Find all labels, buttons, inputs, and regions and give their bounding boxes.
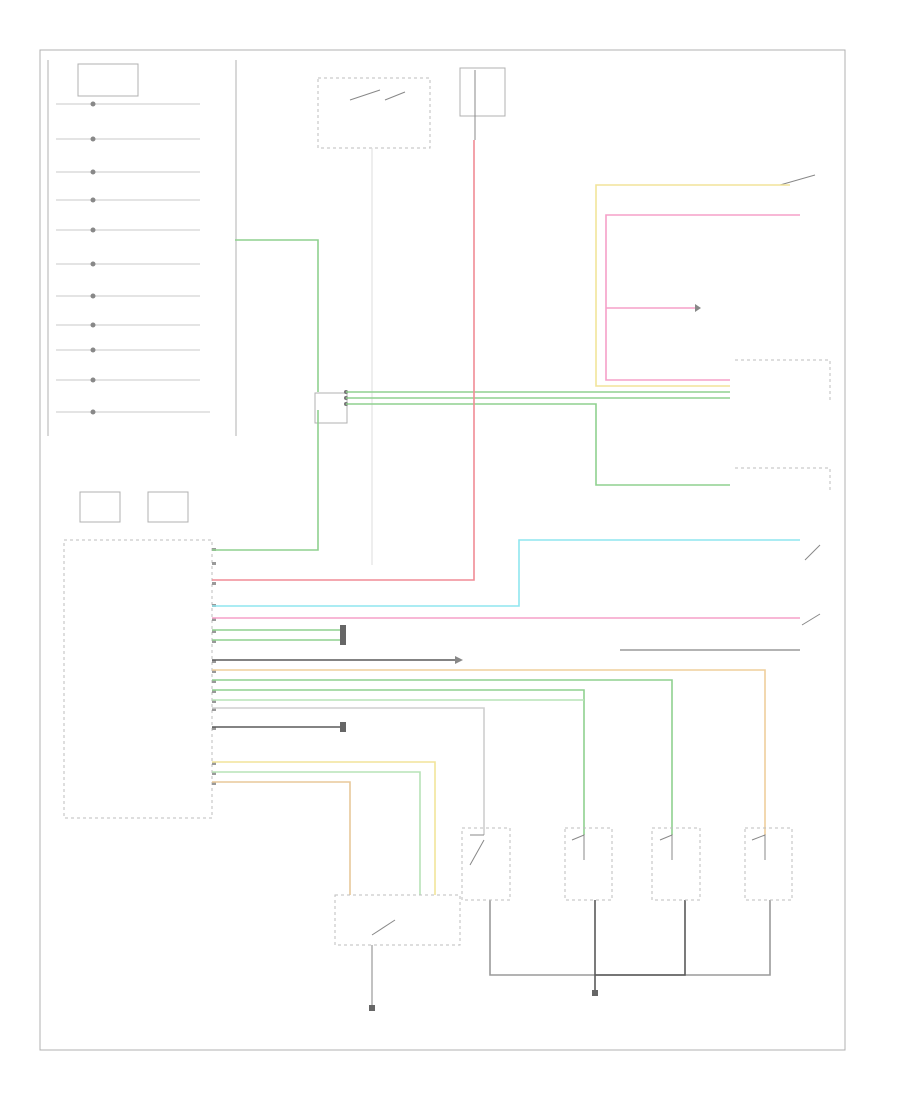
door-switch-front-right [564,827,613,901]
bcm-pin-markers [212,548,216,785]
connector-arrows [455,304,701,664]
door-switch-rear-left [651,827,701,901]
wire-green-door-front-right [212,689,585,835]
wire-pink-top-right [605,214,800,381]
instrument-cluster-block [47,60,237,436]
data-link-splice [314,390,348,424]
wire-door-ground-dark-2 [595,900,686,976]
wire-green-bcm [212,410,319,551]
right-side-components [735,174,831,626]
wire-yellow-top-right [595,184,790,387]
door-switch-rear-right [744,827,793,901]
wire-door-ground-return [489,900,771,976]
wire-green-lower [212,771,421,895]
wire-green-door-rear-left [212,679,673,835]
wire-tan-lower [212,781,351,895]
wire-green-cluster [235,239,319,392]
top-switch-block [317,77,431,565]
wire-red-battery [212,140,475,581]
ground-symbols [340,625,598,1011]
wire-green-right-3 [346,403,730,486]
wire-gray-door-driver [212,707,485,835]
fuse-block-top [459,67,506,140]
diagram-frame [39,49,846,1051]
lower-switch-block [334,894,461,1005]
wire-cyan [212,539,800,607]
wire-tan-door-rear-right [212,669,766,835]
wire-yellow-lower [212,761,436,895]
cluster-indicator-rows [56,103,210,413]
door-switch-driver [461,827,511,901]
cluster-indicator-glyphs [90,101,96,415]
body-control-module [63,491,216,819]
